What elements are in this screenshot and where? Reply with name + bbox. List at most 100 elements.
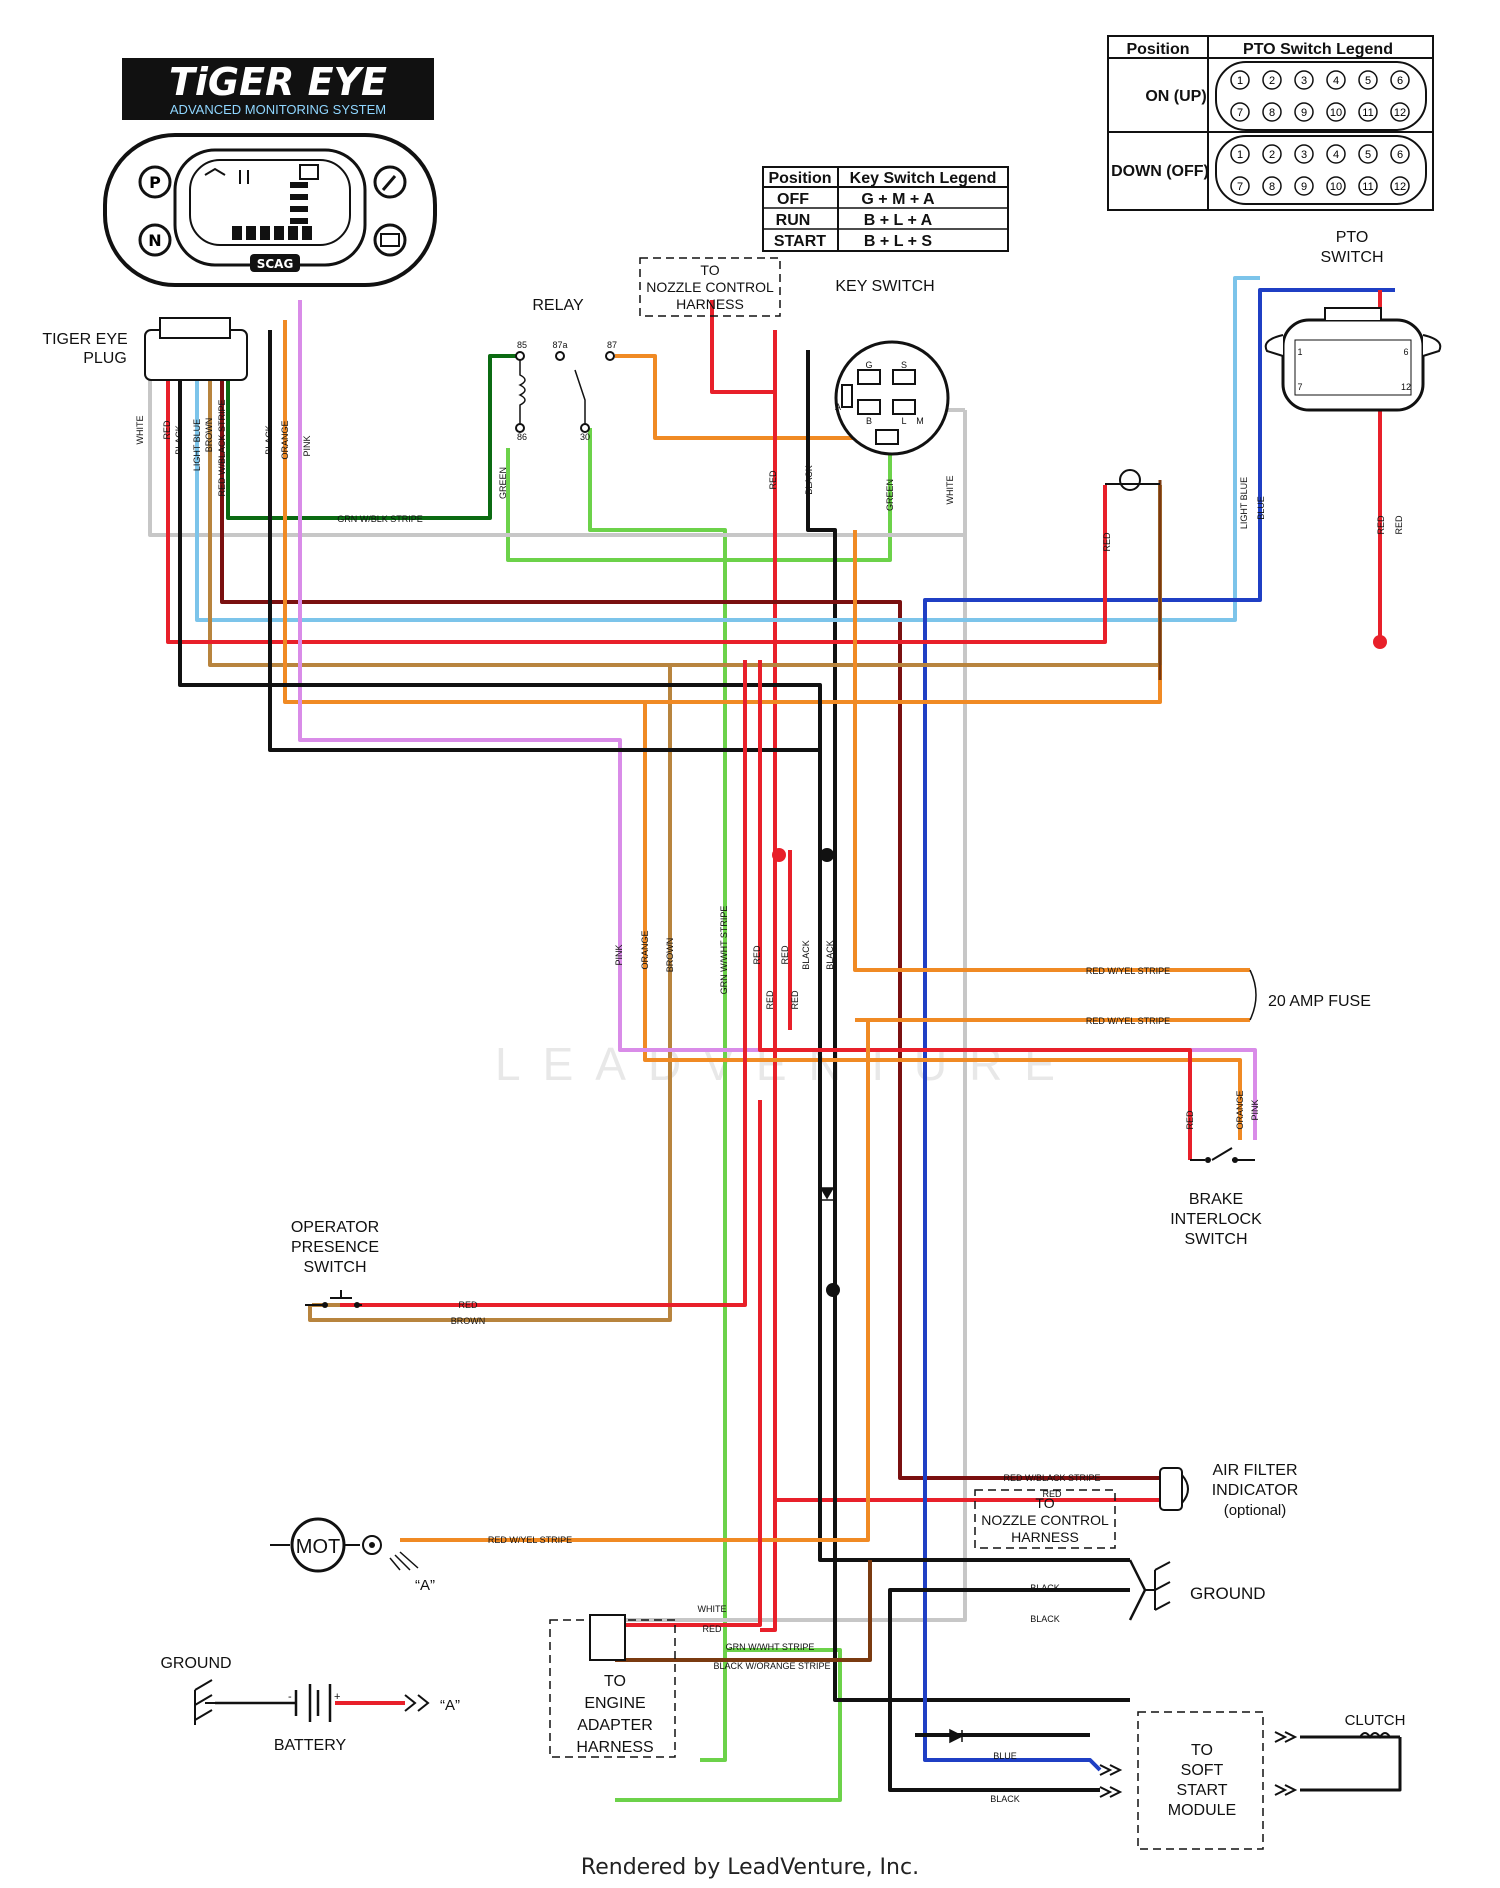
panel-badge: SCAG <box>257 257 294 271</box>
key-legend-row-run-contacts: B + L + A <box>864 212 933 229</box>
svg-text:6: 6 <box>1403 347 1408 357</box>
battery-label: BATTERY <box>274 1737 347 1754</box>
pto-legend-pin <box>1262 144 1282 164</box>
pto-legend-pin-number: 10 <box>1330 107 1342 119</box>
engine-adapter-harness: TO ENGINE ADAPTER HARNESS <box>549 1614 676 1758</box>
pto-legend-pin <box>1262 70 1282 90</box>
logo-title: TiGER EYE <box>169 60 387 104</box>
svg-text:RED: RED <box>780 945 790 965</box>
pto-legend-pin <box>1358 102 1378 122</box>
svg-text:WHITE: WHITE <box>698 1604 727 1614</box>
key-switch-label: KEY SWITCH <box>835 278 934 295</box>
pto-legend-pin <box>1390 176 1410 196</box>
svg-text:PINK: PINK <box>614 944 624 965</box>
svg-text:M: M <box>916 416 924 426</box>
svg-text:BLACK: BLACK <box>990 1794 1020 1804</box>
pto-legend-pin-number: 12 <box>1394 181 1406 193</box>
ground-left-label: GROUND <box>160 1655 231 1672</box>
svg-text:SWITCH: SWITCH <box>1184 1231 1247 1248</box>
svg-text:BRAKE: BRAKE <box>1189 1191 1243 1208</box>
svg-text:TO: TO <box>604 1673 626 1690</box>
wire-black-w-orange <box>615 1560 872 1662</box>
svg-text:BLACK: BLACK <box>825 940 835 970</box>
pto-legend-pin <box>1358 176 1378 196</box>
motor-label: MOT <box>296 1536 340 1558</box>
pto-legend-pin-frame <box>1215 135 1427 205</box>
air-filter-indicator: AIR FILTER INDICATOR (optional) <box>1159 1462 1298 1519</box>
wire-red-yel-fuse-1 <box>853 530 1250 972</box>
wire-red-engine <box>620 1100 762 1627</box>
svg-text:BLACK: BLACK <box>801 940 811 970</box>
svg-text:A: A <box>835 402 841 412</box>
pto-legend-row-down: DOWN (OFF) <box>1111 163 1209 180</box>
svg-text:ORANGE: ORANGE <box>280 420 290 459</box>
key-legend-row-start: START <box>774 233 826 250</box>
pto-legend-pin-number: 8 <box>1269 107 1275 119</box>
ground-right-label: GROUND <box>1190 1584 1266 1603</box>
wire-black-ground <box>888 1588 1130 1792</box>
svg-text:+: + <box>334 1691 340 1703</box>
pto-legend-pin <box>1326 70 1346 90</box>
svg-text:RED: RED <box>752 945 762 965</box>
pto-legend-pin <box>1294 102 1314 122</box>
svg-text:P: P <box>149 173 161 192</box>
svg-text:RED: RED <box>1102 532 1112 552</box>
key-legend-header-title: Key Switch Legend <box>850 170 997 187</box>
watermark-text: LEADVENTURE <box>495 1038 1077 1090</box>
svg-text:BROWN: BROWN <box>665 938 675 973</box>
svg-text:LIGHT BLUE: LIGHT BLUE <box>1239 477 1249 529</box>
pto-legend-pin-number: 7 <box>1237 181 1243 193</box>
p-icon: P <box>138 165 172 199</box>
svg-text:RED: RED <box>768 470 778 490</box>
pto-legend-pin-frame <box>1215 61 1427 131</box>
pto-legend-pin-number: 1 <box>1237 75 1243 87</box>
monitor-panel: SCAG P N <box>103 133 437 287</box>
svg-text:HARNESS: HARNESS <box>676 296 744 312</box>
wire-black-plug <box>178 330 822 830</box>
pto-legend-pin <box>1294 144 1314 164</box>
svg-text:RED: RED <box>702 1624 722 1634</box>
wire-green-relay-30 <box>588 428 727 1762</box>
pto-legend-row-on: ON (UP) <box>1145 88 1206 105</box>
svg-text:OPERATOR: OPERATOR <box>291 1219 379 1236</box>
pto-legend-pin-number: 7 <box>1237 107 1243 119</box>
pto-legend-pin-number: 6 <box>1397 75 1403 87</box>
motor-ref-label: “A” <box>415 1577 435 1594</box>
svg-text:L: L <box>901 416 906 426</box>
svg-text:PINK: PINK <box>1250 1099 1260 1120</box>
svg-text:30: 30 <box>580 432 590 442</box>
svg-text:BLUE: BLUE <box>1256 496 1266 520</box>
wire-white-top <box>148 330 967 537</box>
wire-grn-blk <box>226 320 520 520</box>
svg-text:PINK: PINK <box>302 435 312 456</box>
wires <box>148 276 1402 1802</box>
svg-text:WHITE: WHITE <box>945 476 955 505</box>
pto-legend-pin <box>1294 70 1314 90</box>
tiger-eye-plug-label-1: TIGER EYE <box>42 331 127 348</box>
svg-text:B: B <box>866 416 872 426</box>
pto-legend-pin-number: 4 <box>1333 75 1339 87</box>
footer-credit: Rendered by LeadVenture, Inc. <box>580 1855 920 1880</box>
wire-red-yel-motor <box>400 1020 870 1542</box>
pto-switch-label-2: SWITCH <box>1320 249 1383 266</box>
pto-legend-pin-number: 12 <box>1394 107 1406 119</box>
svg-text:ENGINE: ENGINE <box>584 1695 645 1712</box>
diode-icon-trunk <box>819 1187 835 1201</box>
svg-text:7: 7 <box>1297 382 1302 392</box>
svg-text:S: S <box>901 360 907 370</box>
svg-text:RED W/YEL STRIPE: RED W/YEL STRIPE <box>1086 966 1170 976</box>
key-legend-row-off: OFF <box>777 191 809 208</box>
svg-text:GREEN: GREEN <box>498 467 508 499</box>
wire-red-top <box>166 330 1107 644</box>
svg-text:SWITCH: SWITCH <box>303 1259 366 1276</box>
ground-right: GROUND <box>1128 1559 1266 1621</box>
pto-legend-pin <box>1358 70 1378 90</box>
junction-dots <box>772 635 1387 1297</box>
wire-red-w-black <box>220 320 1160 1480</box>
pto-legend-pin <box>1230 176 1250 196</box>
svg-text:RED W/YEL STRIPE: RED W/YEL STRIPE <box>488 1535 572 1545</box>
pto-legend-pin-number: 3 <box>1301 149 1307 161</box>
key-legend-header-position: Position <box>768 170 831 187</box>
relay-label: RELAY <box>532 297 584 314</box>
svg-text:MODULE: MODULE <box>1168 1802 1236 1819</box>
